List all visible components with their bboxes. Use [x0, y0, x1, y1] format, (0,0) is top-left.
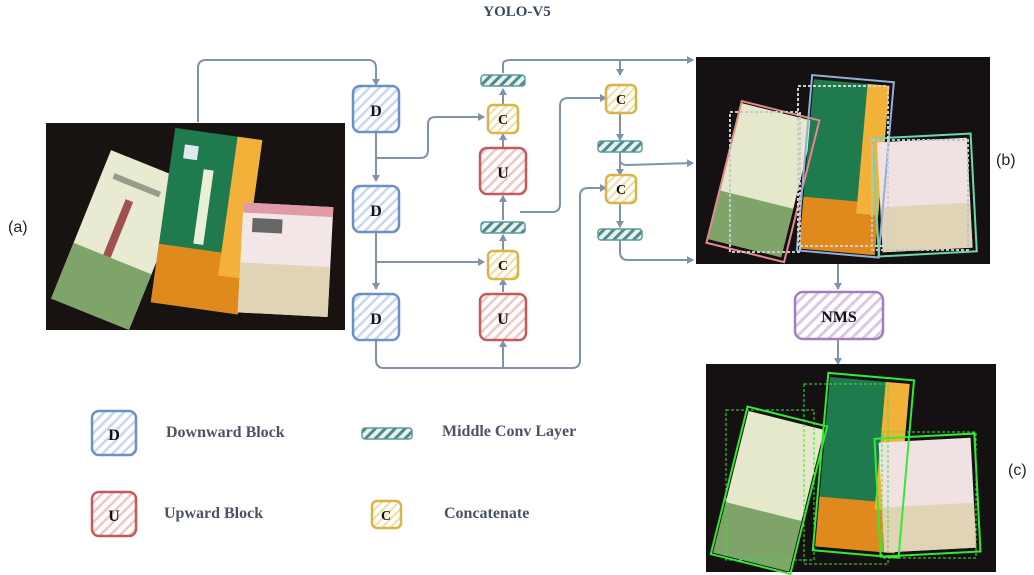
diagram-title: YOLO-V5: [483, 4, 551, 20]
concat-block-3: C: [604, 83, 638, 115]
legend-upward-icon: U: [90, 490, 138, 538]
middle-conv-layer-3: [597, 140, 643, 153]
svg-text:D: D: [370, 103, 382, 120]
svg-text:C: C: [381, 509, 391, 524]
connector-lines: [197, 56, 842, 369]
svg-text:D: D: [370, 311, 382, 328]
svg-text:C: C: [616, 183, 626, 198]
svg-text:C: C: [498, 113, 508, 128]
image-b-detections: [696, 57, 990, 264]
label-a: (a): [8, 219, 28, 236]
svg-text:C: C: [616, 93, 626, 108]
legend-middle-conv-icon: [361, 427, 413, 440]
legend-downward-icon: D: [90, 409, 138, 457]
legend-middle-conv-label: Middle Conv Layer: [442, 423, 577, 440]
svg-text:U: U: [108, 508, 120, 525]
svg-text:D: D: [108, 427, 120, 444]
svg-text:U: U: [497, 165, 509, 182]
legend-concat-icon: C: [370, 499, 403, 530]
svg-text:NMS: NMS: [821, 309, 857, 326]
concat-block-1: C: [486, 103, 520, 135]
concat-block-2: C: [486, 249, 520, 281]
downward-block-3: D: [351, 292, 401, 342]
svg-text:U: U: [497, 311, 509, 328]
legend-concatenate-label: Concatenate: [444, 505, 530, 522]
svg-text:C: C: [498, 259, 508, 274]
svg-text:D: D: [370, 203, 382, 220]
downward-block-2: D: [351, 184, 401, 234]
label-b: (b): [996, 152, 1016, 169]
label-c: (c): [1008, 462, 1027, 479]
upward-block-1: U: [478, 146, 528, 196]
nms-block: NMS: [793, 290, 885, 341]
concat-block-4: C: [604, 173, 638, 205]
downward-block-1: D: [351, 84, 401, 134]
legend-downward-label: Downward Block: [166, 424, 285, 441]
legend-upward-label: Upward Block: [164, 505, 264, 522]
middle-conv-layer-4: [597, 228, 643, 241]
image-c-nms-result: [706, 364, 996, 575]
upward-block-2: U: [478, 292, 528, 342]
image-a-input: [46, 123, 345, 330]
middle-conv-layer-1: [480, 74, 526, 87]
middle-conv-layer-2: [480, 221, 526, 234]
